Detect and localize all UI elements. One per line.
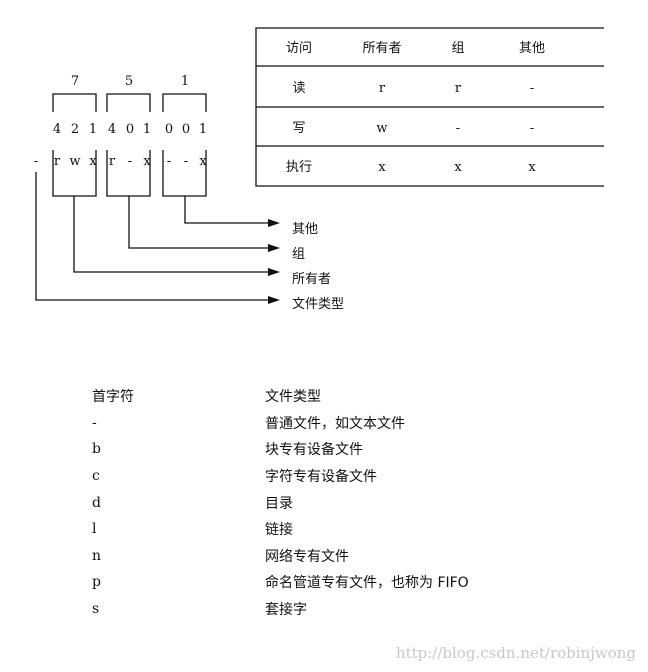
table-row: l 链接: [92, 516, 469, 543]
arrowhead-icon: [268, 296, 280, 304]
octal-digit-other: 1: [181, 74, 189, 89]
bit-owner-1: 1: [89, 122, 97, 137]
arrowhead-icon: [268, 244, 280, 252]
file-type-desc-cell: 网络专有文件: [265, 548, 349, 565]
file-type-char-cell: n: [92, 547, 102, 564]
watermark: http://blog.csdn.net/robinjwong: [395, 644, 636, 662]
table-row: d 目录: [92, 489, 469, 516]
access-cell: r: [455, 81, 462, 96]
file-type-char-cell: d: [92, 494, 101, 511]
file-type-table: 首字符 文件类型 - 普通文件，如文本文件 b 块专有设备文件 c 字符专有设备…: [92, 383, 469, 622]
file-type-char-cell: l: [92, 521, 97, 538]
access-cell: -: [530, 121, 534, 136]
arrowhead-icon: [268, 219, 280, 227]
access-header-group: 组: [451, 41, 464, 56]
access-row-exec-label: 执行: [286, 160, 312, 175]
access-header-access: 访问: [286, 41, 312, 56]
table-row: n 网络专有文件: [92, 543, 469, 570]
perm-group-x: x: [143, 154, 151, 169]
file-type-char-cell: p: [92, 574, 101, 591]
access-cell: w: [376, 121, 387, 136]
access-header-owner: 所有者: [362, 41, 401, 56]
bit-other-1: 1: [199, 122, 207, 137]
octal-digit-group: 5: [125, 74, 133, 89]
table-row: c 字符专有设备文件: [92, 463, 469, 490]
table-row: b 块专有设备文件: [92, 436, 469, 463]
perm-group-r: r: [109, 154, 116, 169]
file-type-char-cell: s: [92, 601, 100, 618]
arrowhead-icon: [268, 268, 280, 276]
file-type-desc-cell: 命名管道专有文件，也称为 FIFO: [265, 575, 469, 592]
file-type-char-cell: c: [92, 468, 100, 485]
connector-file-type: [35, 172, 268, 301]
bit-group-0: 0: [126, 122, 134, 137]
octal-digit-owner: 7: [71, 74, 79, 89]
connector-group: [128, 196, 268, 249]
table-row: s 套接字: [92, 596, 469, 623]
bracket-group-top: [106, 93, 151, 112]
bracket-owner-top: [52, 93, 97, 112]
perm-other-dash2: -: [184, 154, 188, 169]
file-type-desc-cell: 链接: [265, 522, 293, 539]
file-type-char-cell: -: [92, 414, 97, 431]
perm-other-dash1: -: [167, 154, 171, 169]
file-type-desc-cell: 块专有设备文件: [265, 442, 363, 459]
access-row-read-label: 读: [292, 81, 305, 96]
access-cell: r: [379, 81, 386, 96]
access-table: 访问 所有者 组 其他 读 r r - 写 w - - 执行 x x x: [255, 27, 604, 187]
access-row-write-label: 写: [292, 121, 305, 136]
file-type-char-cell: b: [92, 441, 101, 458]
bit-group-4: 4: [108, 122, 116, 137]
bracket-other-top: [162, 93, 207, 112]
perm-group-dash: -: [128, 154, 132, 169]
file-type-desc-cell: 目录: [265, 495, 293, 512]
connector-other: [184, 196, 268, 224]
file-type-char: -: [34, 154, 38, 169]
access-cell: -: [456, 121, 460, 136]
access-cell: x: [528, 160, 536, 175]
file-type-desc-cell: 套接字: [265, 602, 307, 619]
access-cell: x: [378, 160, 386, 175]
file-type-desc-cell: 字符专有设备文件: [265, 469, 377, 486]
access-header-other: 其他: [519, 41, 545, 56]
perm-owner-x: x: [89, 154, 97, 169]
table-row: p 命名管道专有文件，也称为 FIFO: [92, 569, 469, 596]
table-row: - 普通文件，如文本文件: [92, 410, 469, 437]
label-file-type: 文件类型: [292, 297, 344, 312]
bit-owner-4: 4: [53, 122, 61, 137]
perm-owner-r: r: [54, 154, 61, 169]
file-type-desc-cell: 普通文件，如文本文件: [265, 415, 405, 432]
header-first-char: 首字符: [92, 389, 134, 406]
bit-owner-2: 2: [71, 122, 79, 137]
label-group: 组: [292, 247, 305, 262]
header-file-type: 文件类型: [265, 389, 321, 406]
access-cell: x: [454, 160, 462, 175]
connector-owner: [73, 196, 268, 273]
perm-owner-w: w: [69, 154, 80, 169]
bit-group-1: 1: [143, 122, 151, 137]
label-owner: 所有者: [292, 272, 331, 287]
file-type-header-row: 首字符 文件类型: [92, 383, 469, 410]
access-cell: -: [530, 81, 534, 96]
perm-other-x: x: [199, 154, 207, 169]
bit-other-0b: 0: [182, 122, 190, 137]
bit-other-0a: 0: [165, 122, 173, 137]
label-other: 其他: [292, 222, 318, 237]
